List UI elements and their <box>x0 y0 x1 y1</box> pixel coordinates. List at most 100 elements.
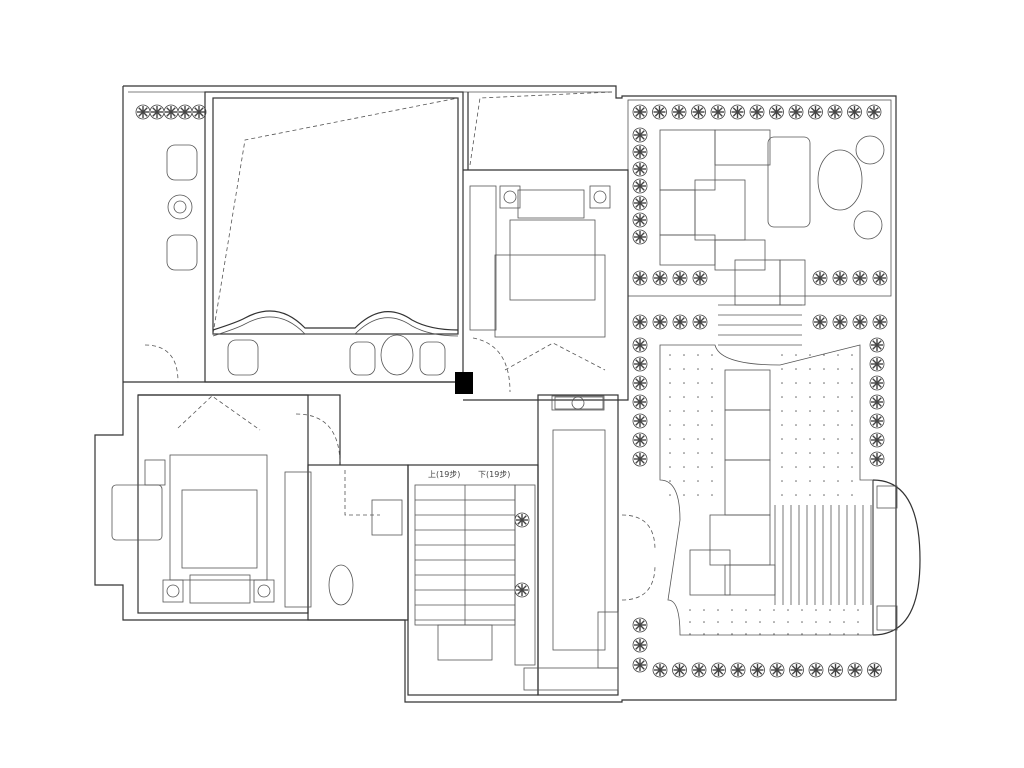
paving-dot <box>711 480 713 482</box>
paving-dot <box>669 494 671 496</box>
paving-dot <box>829 609 831 611</box>
paving-dot <box>697 438 699 440</box>
paving-dot <box>683 396 685 398</box>
paving-dot <box>669 424 671 426</box>
paving-dot <box>851 368 853 370</box>
paving-dot <box>689 621 691 623</box>
plant-icon <box>191 104 207 120</box>
courtyard-paving <box>659 129 874 636</box>
paving-dot <box>669 438 671 440</box>
paving-dot <box>795 424 797 426</box>
paving-dot <box>683 494 685 496</box>
paving-dot <box>697 452 699 454</box>
plant-icon <box>135 104 151 120</box>
arched-partition <box>212 310 459 331</box>
plant-icon <box>730 662 746 678</box>
plant-icon <box>827 104 843 120</box>
structural-column <box>455 372 473 394</box>
plant-icon <box>869 356 885 372</box>
paving-tile <box>724 564 776 596</box>
paving-dot <box>823 354 825 356</box>
paving-dot <box>745 633 747 635</box>
paving-dot <box>795 494 797 496</box>
paving-dot <box>781 438 783 440</box>
courtyard-outline <box>659 344 874 636</box>
paving-dot <box>809 466 811 468</box>
paving-tile <box>779 259 806 306</box>
paving-dot <box>837 438 839 440</box>
paving-dot <box>823 494 825 496</box>
paving-dot <box>703 621 705 623</box>
paving-dot <box>809 494 811 496</box>
sofa <box>767 136 811 228</box>
plant-icon <box>632 178 648 194</box>
paving-dot <box>683 480 685 482</box>
paving-dot <box>711 424 713 426</box>
plant-icon <box>808 662 824 678</box>
paving-dot <box>809 354 811 356</box>
paving-dot <box>669 368 671 370</box>
plant-icon <box>632 356 648 372</box>
plant-icon <box>149 104 165 120</box>
paving-dot <box>731 633 733 635</box>
paving-dot <box>683 466 685 468</box>
paving-dot <box>837 466 839 468</box>
paving-dot <box>669 354 671 356</box>
plant-icon <box>652 104 667 120</box>
paving-dot <box>801 609 803 611</box>
paving-dot <box>697 354 699 356</box>
paving-dot <box>837 494 839 496</box>
furniture <box>111 135 885 606</box>
paving-dot <box>781 354 783 356</box>
paving-dot <box>697 466 699 468</box>
plant-icon <box>632 394 648 410</box>
plant-icon <box>632 144 648 160</box>
paving-dot <box>829 633 831 635</box>
paving-dot <box>837 368 839 370</box>
plant-icon <box>632 212 648 228</box>
paving-dot <box>857 621 859 623</box>
paving-dot <box>697 494 699 496</box>
paving-dot <box>795 480 797 482</box>
paving-dot <box>795 368 797 370</box>
paving-dot <box>683 452 685 454</box>
paving-dot <box>759 609 761 611</box>
paving-tile <box>709 514 771 566</box>
plant-icon <box>177 104 193 120</box>
plant-icon <box>852 314 868 330</box>
paving-dot <box>851 410 853 412</box>
paving-dot <box>781 494 783 496</box>
paving-dot <box>711 382 713 384</box>
paving-dot <box>795 466 797 468</box>
paving-dot <box>703 609 705 611</box>
paving-dot <box>837 354 839 356</box>
plant-icon <box>652 270 668 286</box>
plant-icon <box>691 662 707 678</box>
plant-icon <box>808 104 823 120</box>
plant-icon <box>869 337 885 353</box>
plant-icon <box>872 270 888 286</box>
paving-dot <box>851 396 853 398</box>
plant-icon <box>832 270 848 286</box>
stair-down-label: 下(19步) <box>478 470 511 479</box>
paving-dot <box>697 396 699 398</box>
plant-icon <box>869 451 885 467</box>
paving-tile <box>734 259 781 306</box>
plant-icon <box>632 314 648 330</box>
paving-dot <box>697 424 699 426</box>
paving-dot <box>711 354 713 356</box>
paving-dot <box>823 480 825 482</box>
paving-dot <box>787 609 789 611</box>
plant-icon <box>163 104 179 120</box>
paving-dot <box>857 609 859 611</box>
paving-dot <box>711 494 713 496</box>
paving-dot <box>843 633 845 635</box>
plant-icon <box>514 512 530 528</box>
paving-dot <box>801 621 803 623</box>
paving-dot <box>773 633 775 635</box>
paving-dot <box>837 452 839 454</box>
paving-dot <box>809 382 811 384</box>
plant-icon <box>788 104 804 120</box>
plant-icon <box>632 161 648 177</box>
